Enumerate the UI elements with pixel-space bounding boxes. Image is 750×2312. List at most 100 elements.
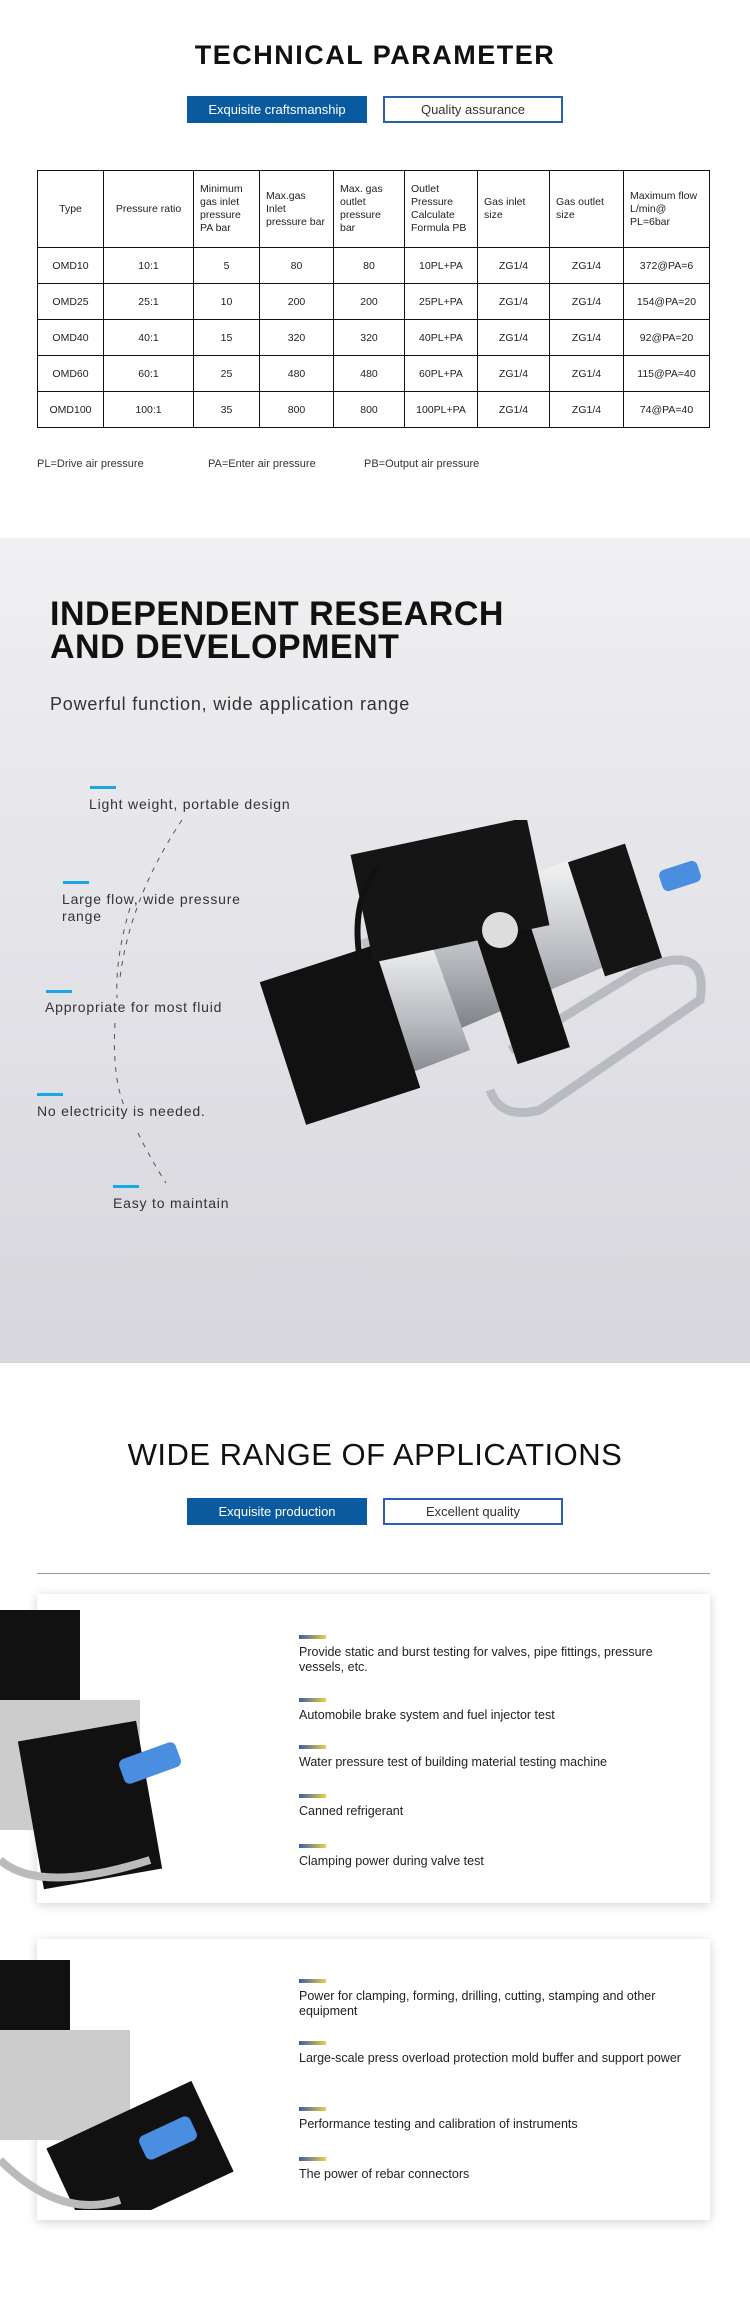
table-cell: OMD25 bbox=[37, 283, 104, 320]
feature-bar bbox=[90, 786, 116, 789]
gas-booster-pump-image bbox=[259, 820, 706, 1125]
table-cell: 115@PA=40 bbox=[623, 355, 710, 392]
table-cell: 100PL+PA bbox=[404, 391, 478, 428]
table-cell: 5 bbox=[193, 247, 260, 284]
application-bar bbox=[299, 2107, 326, 2111]
table-cell: 25PL+PA bbox=[404, 283, 478, 320]
table-cell: 10PL+PA bbox=[404, 247, 478, 284]
header-cell: Max.gas Inlet pressure bar bbox=[259, 170, 334, 248]
table-cell: 15 bbox=[193, 319, 260, 356]
table-cell: 60:1 bbox=[103, 355, 194, 392]
application-item: Performance testing and calibration of i… bbox=[299, 2117, 578, 2131]
pump-closeup-image-2 bbox=[0, 1960, 234, 2210]
table-cell: 25:1 bbox=[103, 283, 194, 320]
header-cell: Pressure ratio bbox=[103, 170, 194, 248]
table-cell: 10:1 bbox=[103, 247, 194, 284]
application-item: Clamping power during valve test bbox=[299, 1854, 484, 1868]
application-bar bbox=[299, 1745, 326, 1749]
rd-title-line1: INDEPENDENT RESEARCH bbox=[50, 595, 504, 633]
feature-no-electricity: No electricity is needed. bbox=[37, 1103, 206, 1119]
divider bbox=[37, 1573, 710, 1574]
table-cell: 60PL+PA bbox=[404, 355, 478, 392]
application-bar bbox=[299, 1635, 326, 1639]
feature-easy-maintain: Easy to maintain bbox=[113, 1195, 230, 1211]
rd-title-line2: AND DEVELOPMENT bbox=[50, 628, 400, 666]
header-cell: Gas inlet size bbox=[477, 170, 550, 248]
table-cell: ZG1/4 bbox=[477, 283, 550, 320]
table-cell: OMD10 bbox=[37, 247, 104, 284]
parameter-table: Type Pressure ratio Minimum gas inlet pr… bbox=[37, 170, 710, 428]
table-cell: 100:1 bbox=[103, 391, 194, 428]
pump-closeup-image bbox=[0, 1610, 181, 1890]
application-bar bbox=[299, 2041, 326, 2045]
application-bar bbox=[299, 1794, 326, 1798]
feature-large-flow: Large flow, wide pressure range bbox=[62, 891, 241, 924]
feature-bar bbox=[37, 1093, 63, 1096]
section-title-technical: TECHNICAL PARAMETER bbox=[194, 40, 556, 70]
table-cell: 800 bbox=[259, 391, 334, 428]
application-item: Canned refrigerant bbox=[299, 1804, 404, 1818]
table-cell: 372@PA=6 bbox=[623, 247, 710, 284]
header-cell: Maximum flow L/min@ PL=6bar bbox=[623, 170, 710, 248]
table-cell: 154@PA=20 bbox=[623, 283, 710, 320]
table-cell: ZG1/4 bbox=[549, 391, 624, 428]
exquisite-production-button[interactable]: Exquisite production bbox=[187, 1498, 367, 1525]
application-item: Provide static and burst testing for val… bbox=[299, 1645, 653, 1674]
table-cell: 74@PA=40 bbox=[623, 391, 710, 428]
table-cell: 320 bbox=[333, 319, 405, 356]
rd-subtitle: Powerful function, wide application rang… bbox=[50, 694, 410, 714]
table-cell: ZG1/4 bbox=[549, 283, 624, 320]
table-cell: 200 bbox=[259, 283, 334, 320]
feature-fluid: Appropriate for most fluid bbox=[45, 999, 223, 1015]
table-cell: 40:1 bbox=[103, 319, 194, 356]
table-cell: 40PL+PA bbox=[404, 319, 478, 356]
header-cell: Minimum gas inlet pressure PA bar bbox=[193, 170, 260, 248]
section-title-applications: WIDE RANGE OF APPLICATIONS bbox=[127, 1437, 623, 1472]
application-item: The power of rebar connectors bbox=[299, 2167, 470, 2181]
table-cell: ZG1/4 bbox=[549, 319, 624, 356]
feature-bar bbox=[46, 990, 72, 993]
quality-assurance-button[interactable]: Quality assurance bbox=[383, 96, 563, 123]
table-cell: 480 bbox=[259, 355, 334, 392]
note-pa: PA=Enter air pressure bbox=[208, 458, 316, 470]
table-cell: ZG1/4 bbox=[477, 355, 550, 392]
header-cell: Max. gas outlet pressure bar bbox=[333, 170, 405, 248]
application-bar bbox=[299, 2157, 326, 2161]
header-cell: Type bbox=[37, 170, 104, 248]
table-cell: ZG1/4 bbox=[477, 247, 550, 284]
table-cell: 80 bbox=[259, 247, 334, 284]
excellent-quality-button[interactable]: Excellent quality bbox=[383, 1498, 563, 1525]
header-cell: Outlet Pressure Calculate Formula PB bbox=[404, 170, 478, 248]
application-item: Large-scale press overload protection mo… bbox=[299, 2051, 681, 2065]
feature-bar bbox=[63, 881, 89, 884]
table-cell: 200 bbox=[333, 283, 405, 320]
note-pb: PB=Output air pressure bbox=[364, 458, 480, 470]
application-bar bbox=[299, 1698, 326, 1702]
feature-bar bbox=[113, 1185, 139, 1188]
table-cell: 10 bbox=[193, 283, 260, 320]
table-cell: OMD60 bbox=[37, 355, 104, 392]
feature-lightweight: Light weight, portable design bbox=[89, 796, 291, 812]
table-cell: OMD40 bbox=[37, 319, 104, 356]
application-item: Water pressure test of building material… bbox=[299, 1755, 608, 1769]
application-bar bbox=[299, 1844, 326, 1848]
table-cell: 92@PA=20 bbox=[623, 319, 710, 356]
note-pl: PL=Drive air pressure bbox=[37, 458, 144, 470]
application-item: Automobile brake system and fuel injecto… bbox=[299, 1708, 555, 1722]
table-cell: 480 bbox=[333, 355, 405, 392]
table-cell: ZG1/4 bbox=[549, 247, 624, 284]
table-cell: 80 bbox=[333, 247, 405, 284]
table-cell: OMD100 bbox=[37, 391, 104, 428]
table-cell: 800 bbox=[333, 391, 405, 428]
application-bar bbox=[299, 1979, 326, 1983]
table-cell: ZG1/4 bbox=[477, 391, 550, 428]
table-cell: ZG1/4 bbox=[549, 355, 624, 392]
header-cell: Gas outlet size bbox=[549, 170, 624, 248]
exquisite-craftsmanship-button[interactable]: Exquisite craftsmanship bbox=[187, 96, 367, 123]
